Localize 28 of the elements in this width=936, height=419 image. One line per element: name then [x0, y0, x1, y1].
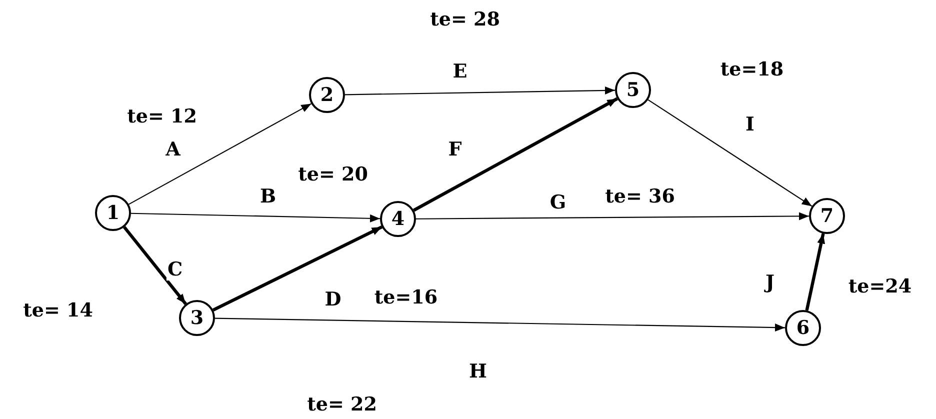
arrow	[345, 86, 615, 96]
arrow	[212, 226, 383, 312]
edge-label: J	[764, 272, 776, 294]
arrow	[215, 318, 785, 332]
arrow	[128, 103, 312, 205]
duration-label: te= 14	[23, 300, 93, 322]
duration-label: te=24	[848, 276, 912, 298]
duration-label: te=16	[374, 288, 438, 308]
duration-label: te= 20	[298, 164, 368, 186]
arrow	[130, 212, 380, 222]
arrow	[648, 99, 812, 207]
event-circle: 5	[615, 72, 651, 108]
arrow	[416, 212, 809, 220]
duration-label: te= 28	[430, 10, 500, 30]
duration-label: te=18	[720, 60, 784, 80]
arrow	[805, 233, 826, 311]
event-circle: 4	[380, 201, 416, 237]
event-circle: 3	[179, 300, 215, 336]
edge-label: C	[166, 260, 184, 280]
duration-label: te= 36	[605, 186, 675, 208]
event-circle: 6	[785, 310, 821, 346]
arrow	[413, 97, 618, 212]
duration-label: te= 12	[127, 106, 197, 128]
event-circle: 1	[95, 195, 131, 231]
duration-label: te= 22	[307, 394, 377, 416]
event-circle: 2	[309, 77, 345, 113]
arrow	[123, 226, 187, 305]
event-circle: 7	[809, 198, 845, 234]
